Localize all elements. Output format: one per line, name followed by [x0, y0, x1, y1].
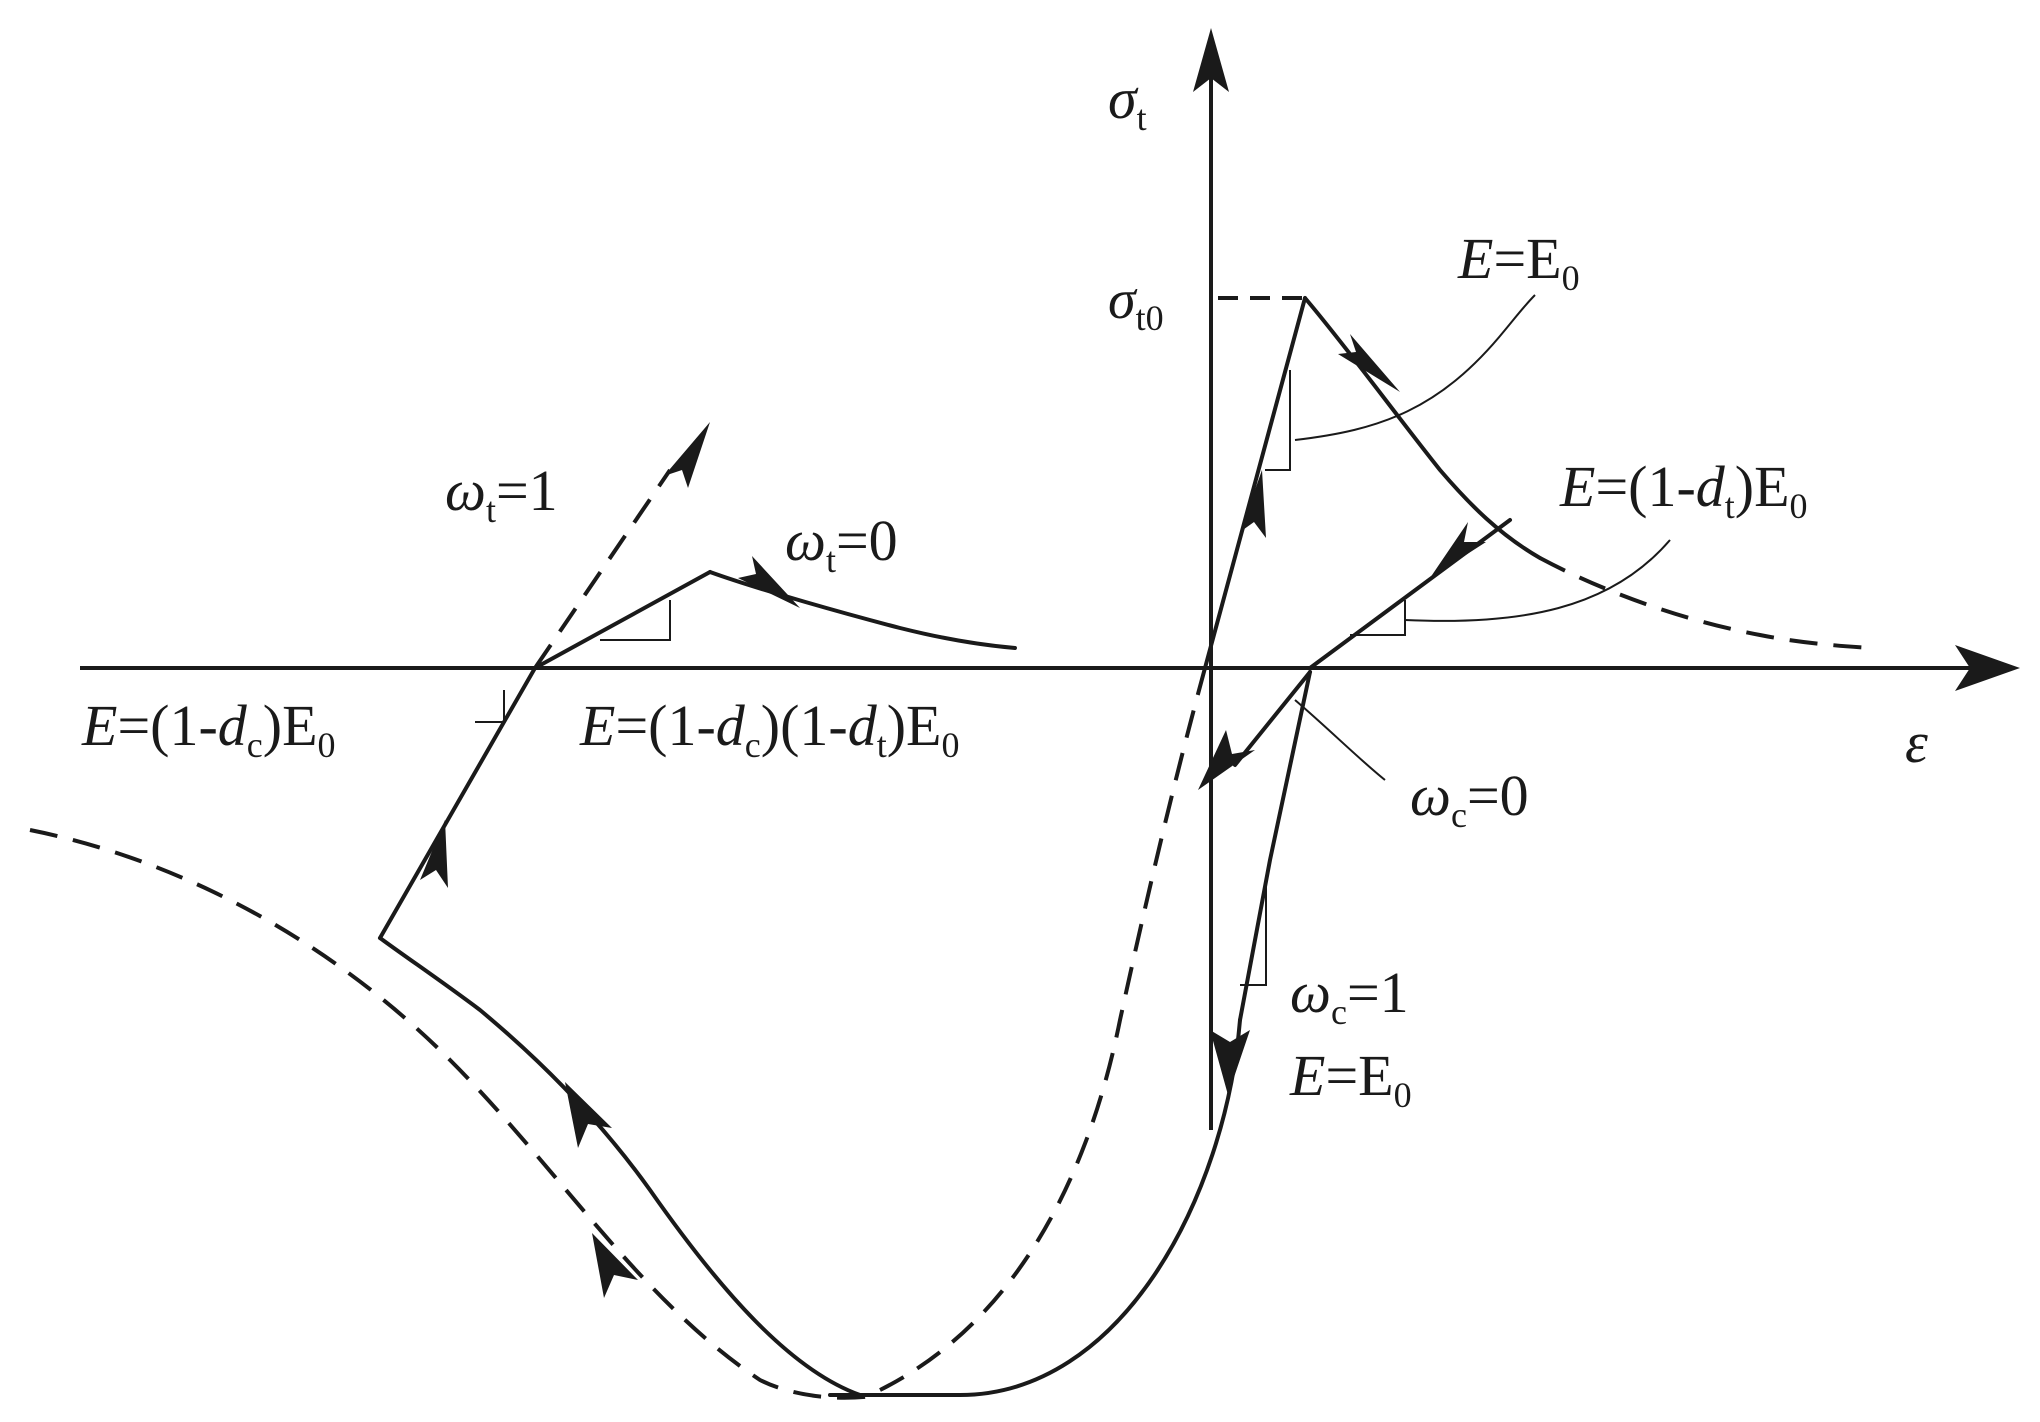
label-e-dt: E=(1-dt)E0 [1559, 454, 1808, 526]
annotation-labels: E=E0 E=(1-dt)E0 ωt=1 ωt=0 E=(1-dc)E0 E=(… [81, 226, 1808, 1115]
omega-t-1-dashed [533, 468, 672, 670]
envelope-dashed [29, 828, 881, 1400]
label-omega-t-0: ωt=0 [785, 508, 898, 580]
label-e-dc: E=(1-dc)E0 [81, 693, 336, 765]
left-reload-line [378, 666, 537, 940]
tension-loading-arrow [1240, 470, 1266, 538]
x-axis-arrowhead [1955, 645, 2020, 691]
tension-softening-dashed [1539, 556, 1871, 650]
tension-branch [1203, 294, 1871, 670]
omega-t-1-arrowhead [664, 422, 710, 488]
slope-triangle-e0 [1265, 370, 1291, 471]
left-reload-arrowhead [420, 820, 448, 888]
axes [80, 28, 2020, 1130]
slope-triangle-dt [1350, 600, 1406, 636]
tension-to-compression-arrowhead [1198, 730, 1255, 790]
slope-triangle-wc1 [1240, 880, 1267, 986]
sigma-t0-reference: σt0 [1108, 269, 1305, 338]
left-stiff-line [533, 570, 712, 670]
y-axis-arrowhead [1193, 28, 1229, 92]
compression-dashed-branch [879, 667, 1207, 1392]
label-omega-c-0: ωc=0 [1410, 763, 1529, 835]
left-softening-curve [708, 570, 1017, 650]
compression-branch [828, 667, 1386, 1398]
compression-unloading-line [1238, 670, 1312, 1022]
leader-omega-c-0 [1294, 699, 1386, 781]
envelope-dashed-arrow [592, 1233, 638, 1298]
y-axis-label: σt [1108, 66, 1147, 138]
tension-loading-line [1203, 296, 1307, 670]
compression-upper-curve [828, 1018, 1242, 1398]
compression-unloading-arrowhead [1210, 1030, 1250, 1095]
axis-labels: ε σt [1108, 66, 1928, 775]
reloading-curve [378, 936, 862, 1397]
sigma-t0-label: σt0 [1108, 269, 1164, 338]
x-axis-label: ε [1905, 710, 1928, 775]
leader-e-eq-e0-top [1294, 294, 1536, 441]
tension-unloading-arrow [1430, 522, 1486, 578]
tension-softening-curve [1303, 296, 1542, 560]
tension-to-compression-arrow-line [1233, 670, 1312, 767]
slope-triangle-dc [475, 690, 505, 723]
compression-envelope [29, 828, 881, 1400]
leader-e-dt [1404, 539, 1671, 622]
label-omega-c-1: ωc=1 [1290, 960, 1409, 1032]
label-e-dc-dt: E=(1-dc)(1-dt)E0 [579, 693, 959, 765]
label-e-eq-e0-top: E=E0 [1457, 226, 1580, 298]
softening-arrow-1 [1338, 334, 1400, 392]
label-e-eq-e0-bottom: E=E0 [1289, 1043, 1412, 1115]
left-tension-branch [378, 422, 1017, 940]
slope-triangle-dc-dt [600, 600, 671, 641]
label-omega-t-1: ωt=1 [445, 458, 558, 530]
left-softening-arrow [738, 556, 800, 608]
reloading-arrow [565, 1082, 612, 1148]
